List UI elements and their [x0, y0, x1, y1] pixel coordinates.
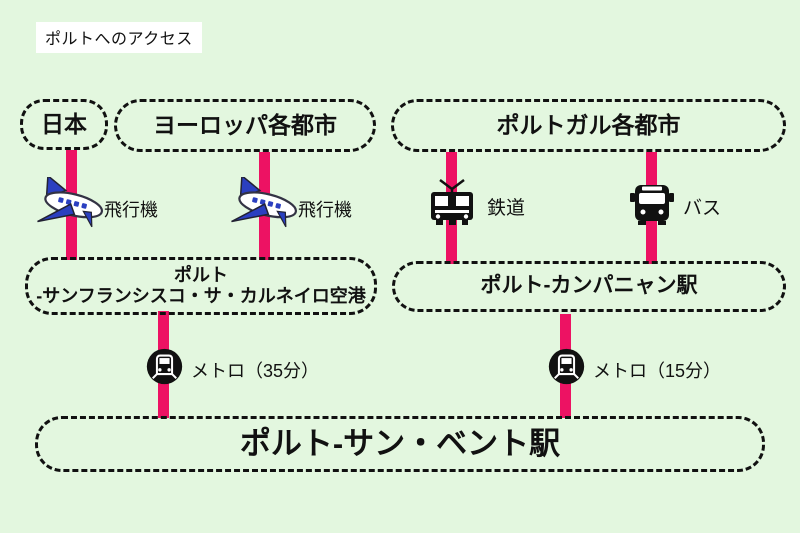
- transport-label-flight-europe: 飛行機: [298, 200, 352, 220]
- metro-icon: [548, 348, 585, 385]
- bus-icon: [629, 180, 675, 226]
- origin-box-europe: ヨーロッパ各都市: [114, 99, 376, 152]
- page-title: ポルトへのアクセス: [36, 22, 202, 53]
- transport-label-bus: バス: [683, 198, 722, 219]
- station-box-airport: ポルト -サンフランシスコ・サ・カルネイロ空港: [25, 257, 377, 315]
- transport-label-flight-japan: 飛行機: [104, 200, 158, 220]
- station-box-campanha: ポルト-カンパニャン駅: [392, 261, 786, 312]
- transport-label-metro-airport: メトロ（35分）: [191, 361, 320, 381]
- airplane-icon: [34, 177, 106, 237]
- station-box-sao-bento: ポルト-サン・ベント駅: [35, 416, 765, 472]
- station-label-sao-bento: ポルト-サン・ベント駅: [239, 426, 561, 462]
- transport-label-rail: 鉄道: [487, 198, 526, 219]
- origin-box-portugal: ポルトガル各都市: [391, 99, 786, 152]
- origin-label-portugal: ポルトガル各都市: [496, 112, 681, 139]
- origin-label-japan: 日本: [41, 111, 87, 138]
- station-label-campanha: ポルト-カンパニャン駅: [480, 274, 698, 298]
- transport-label-metro-campanha: メトロ（15分）: [593, 361, 722, 381]
- train-icon: [426, 177, 478, 229]
- airplane-icon: [228, 177, 300, 237]
- origin-box-japan: 日本: [20, 99, 108, 150]
- station-label-airport-line2: -サンフランシスコ・サ・カルネイロ空港: [36, 286, 366, 306]
- station-label-airport-line1: ポルト: [174, 265, 228, 286]
- origin-label-europe: ヨーロッパ各都市: [153, 112, 337, 139]
- metro-icon: [146, 348, 183, 385]
